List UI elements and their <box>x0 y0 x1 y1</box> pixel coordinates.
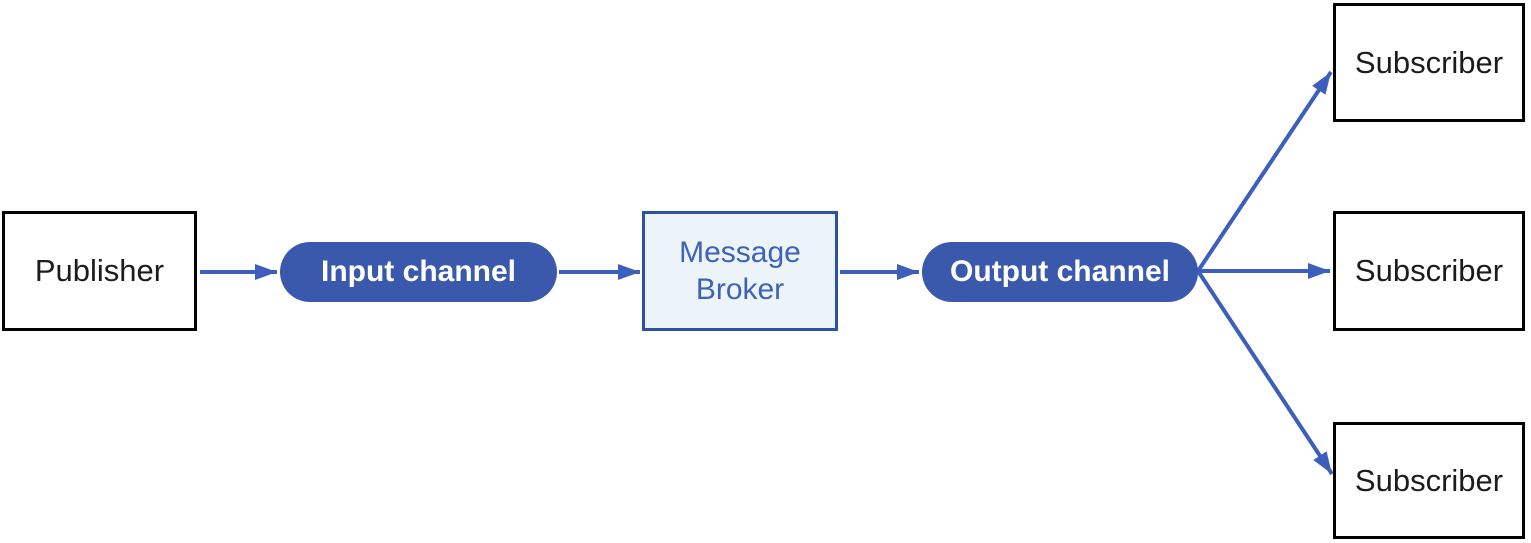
output-channel-label: Output channel <box>950 255 1170 288</box>
output-channel-pill: Output channel <box>922 242 1198 302</box>
subscriber-box-top: Subscriber <box>1333 3 1525 122</box>
input-channel-label: Input channel <box>321 255 516 288</box>
message-broker-label-line1: Message <box>679 235 801 269</box>
message-broker-box: Message Broker <box>642 211 838 331</box>
subscriber-box-bottom: Subscriber <box>1333 422 1525 539</box>
subscriber-bottom-label: Subscriber <box>1354 462 1504 498</box>
subscriber-top-label: Subscriber <box>1354 44 1504 80</box>
subscriber-box-middle: Subscriber <box>1333 211 1525 331</box>
arrow-output-channel-to-subscriber-top <box>1196 70 1333 273</box>
publisher-box: Publisher <box>2 211 197 331</box>
message-broker-label-line2: Broker <box>695 273 785 306</box>
input-channel-pill: Input channel <box>280 242 557 302</box>
arrow-output-channel-to-subscriber-bottom <box>1196 269 1334 476</box>
subscriber-middle-label: Subscriber <box>1354 253 1504 288</box>
publisher-label: Publisher <box>34 253 165 288</box>
